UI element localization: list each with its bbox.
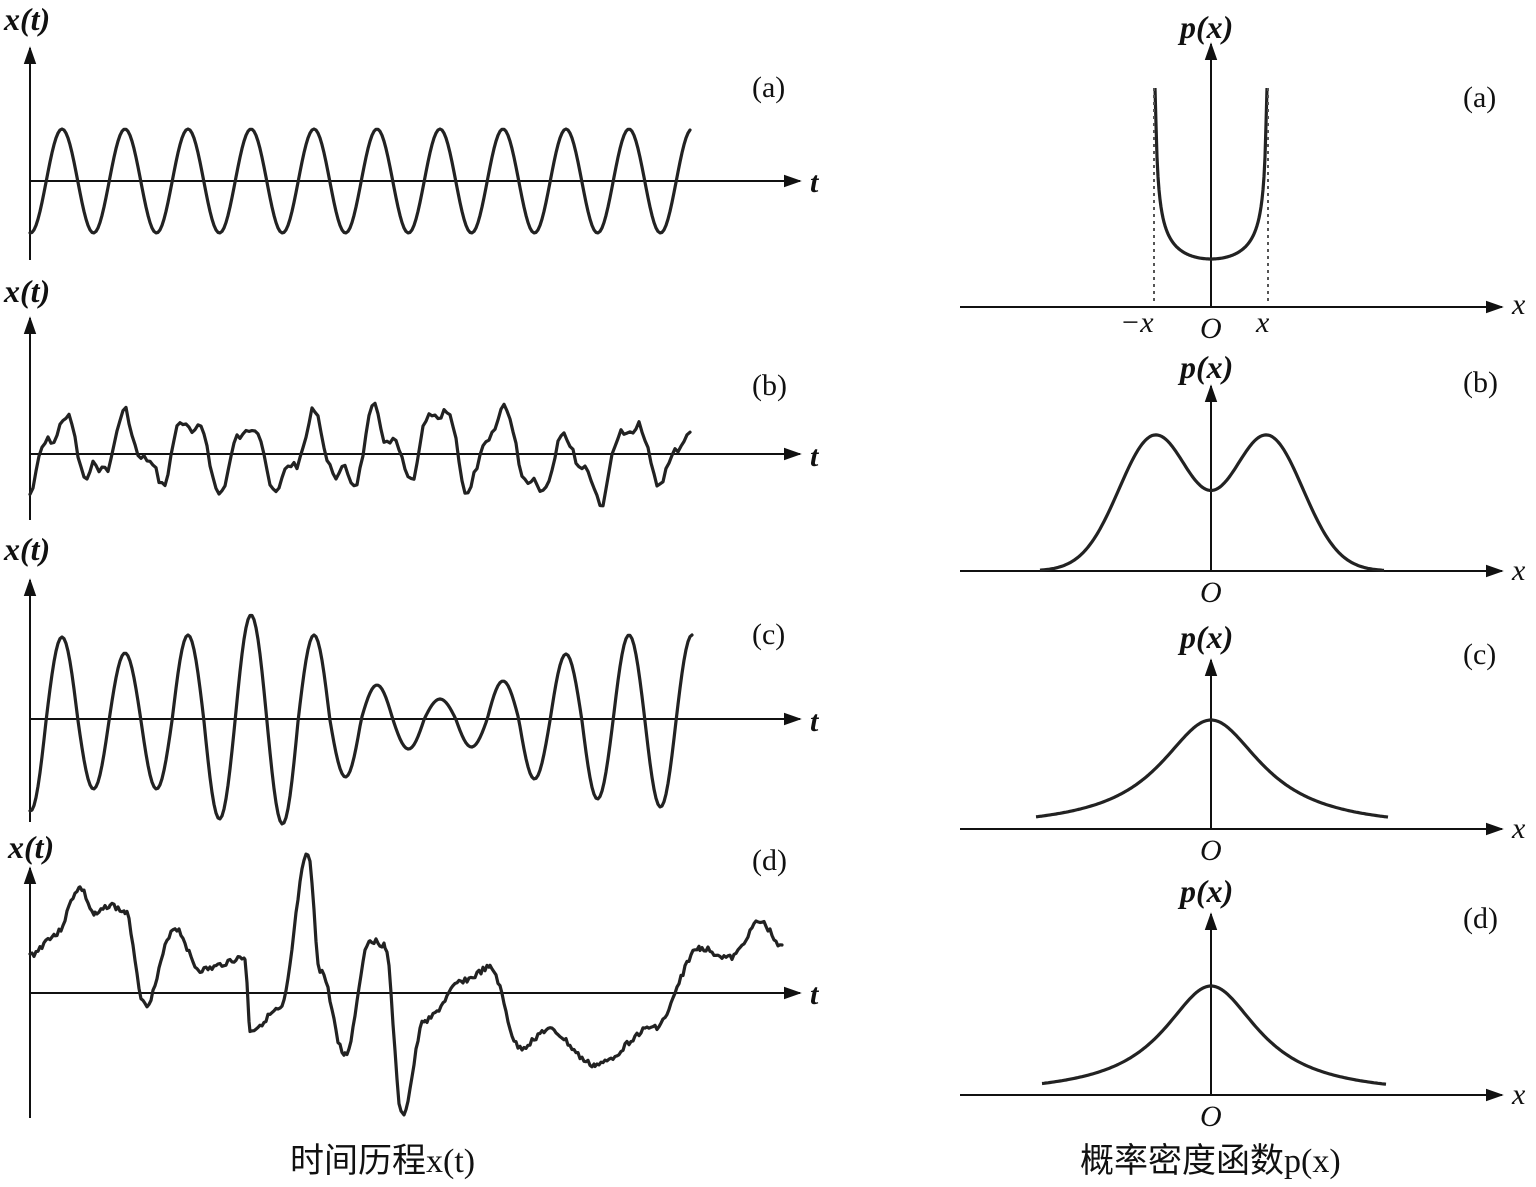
time-y-label-d: x(t) — [7, 829, 54, 865]
time-history-panel-d: x(t) t (d) — [7, 829, 820, 1118]
density-curve-b — [1039, 433, 1385, 572]
density-origin-label-a: O — [1200, 312, 1222, 345]
density-y-label-a: p(x) — [1177, 9, 1233, 45]
density-panel-label-b: (b) — [1463, 366, 1498, 399]
time-x-label-a: t — [810, 166, 820, 199]
right-caption: 概率密度函数p(x) — [1080, 1142, 1341, 1180]
time-history-curve-b — [28, 401, 692, 508]
density-neg-x-tick: −x — [1120, 306, 1154, 339]
time-history-curve-a — [28, 127, 692, 235]
density-origin-label-d: O — [1200, 1100, 1222, 1133]
time-panel-label-b: (b) — [752, 369, 787, 402]
time-y-label-c: x(t) — [3, 531, 50, 567]
density-pos-x-tick: x — [1255, 306, 1270, 339]
density-panel-a: p(x) x O −x x (a) — [960, 9, 1526, 345]
time-history-curve-c — [28, 613, 694, 826]
density-x-label-b: x — [1511, 554, 1526, 587]
density-panel-label-c: (c) — [1463, 638, 1496, 671]
density-panel-label-a: (a) — [1463, 81, 1496, 114]
density-curve-d — [1041, 984, 1387, 1086]
time-y-label-a: x(t) — [3, 1, 50, 37]
density-y-label-c: p(x) — [1177, 619, 1233, 655]
density-curve-c — [1035, 718, 1389, 819]
time-history-curve-d — [28, 852, 784, 1117]
density-curve-a — [1153, 87, 1269, 261]
density-panel-d: p(x) x O (d) — [960, 873, 1526, 1133]
density-panel-c: p(x) x O (c) — [960, 619, 1526, 867]
density-x-label-d: x — [1511, 1078, 1526, 1111]
density-panel-label-d: (d) — [1463, 902, 1498, 935]
time-history-panel-a: x(t) t (a) — [3, 1, 820, 260]
left-caption: 时间历程x(t) — [290, 1143, 475, 1180]
time-history-panel-b: x(t) t (b) — [3, 273, 820, 520]
time-panel-label-c: (c) — [752, 618, 785, 651]
time-x-label-d: t — [810, 978, 820, 1011]
density-origin-label-b: O — [1200, 576, 1222, 609]
time-x-label-c: t — [810, 705, 820, 738]
density-origin-label-c: O — [1200, 834, 1222, 867]
density-y-label-b: p(x) — [1177, 349, 1233, 385]
time-x-label-b: t — [810, 440, 820, 473]
time-history-panel-c: x(t) t (c) — [3, 531, 820, 826]
density-x-label-a: x — [1511, 288, 1526, 321]
time-y-label-b: x(t) — [3, 273, 50, 309]
time-panel-label-d: (d) — [752, 844, 787, 877]
density-y-label-d: p(x) — [1177, 873, 1233, 909]
density-x-label-c: x — [1511, 812, 1526, 845]
time-panel-label-a: (a) — [752, 71, 785, 104]
density-panel-b: p(x) x O (b) — [960, 349, 1526, 609]
